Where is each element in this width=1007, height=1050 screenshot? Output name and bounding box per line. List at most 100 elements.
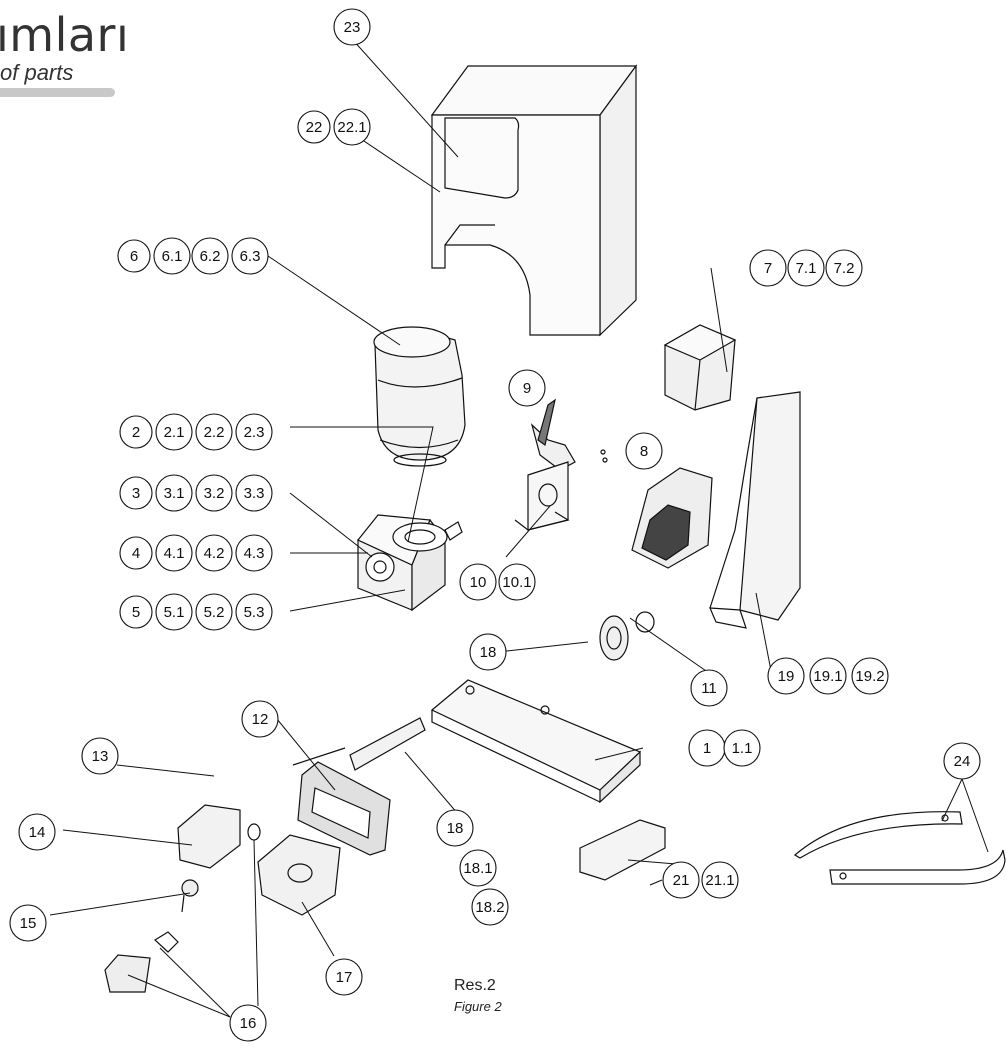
callout-19-1: 19.1 <box>809 657 847 695</box>
figure-caption-local: Res.2 <box>454 977 496 994</box>
callout-circle <box>9 904 47 942</box>
callout-circle <box>809 657 847 695</box>
callout-circle <box>297 110 331 144</box>
gearbox-part <box>357 514 463 612</box>
callout-label: 24 <box>954 753 971 770</box>
callout-label: 23 <box>344 19 361 36</box>
callout-circle <box>241 700 279 738</box>
header-subtitle: of parts <box>0 60 74 85</box>
callout-label: 9 <box>523 380 531 397</box>
callout-2-1: 2.1 <box>155 413 193 451</box>
callout-circle <box>749 249 787 287</box>
callout-label: 4.2 <box>204 545 225 562</box>
callout-18-2: 18.2 <box>471 888 509 926</box>
callout-circle <box>235 593 273 631</box>
callout-circle <box>155 593 193 631</box>
callout-label: 6 <box>130 248 138 265</box>
callout-circle <box>325 958 363 996</box>
callout-label: 12 <box>252 711 269 728</box>
callout-22-1: 22.1 <box>333 108 371 146</box>
electronics-box-part <box>663 324 737 411</box>
callout-circle <box>117 239 151 273</box>
callout-11: 11 <box>690 669 728 707</box>
header-underline <box>0 88 115 97</box>
callout-label: 7.2 <box>834 260 855 277</box>
callout-label: 6.3 <box>240 248 261 265</box>
callout-6-2: 6.2 <box>191 237 229 275</box>
callout-label: 2.2 <box>204 424 225 441</box>
callout-18: 18 <box>436 809 474 847</box>
callout-2: 2 <box>119 415 153 449</box>
callout-label: 4.3 <box>244 545 265 562</box>
callout-circle <box>235 534 273 572</box>
callout-3-3: 3.3 <box>235 474 273 512</box>
callout-label: 5.2 <box>204 604 225 621</box>
callout-label: 21.1 <box>705 872 734 889</box>
callout-label: 18.1 <box>463 860 492 877</box>
callout-label: 3.2 <box>204 485 225 502</box>
callout-6-3: 6.3 <box>231 237 269 275</box>
callout-label: 1.1 <box>732 740 753 757</box>
callout-label: 22.1 <box>337 119 366 136</box>
callout-label: 6.1 <box>162 248 183 265</box>
callout-circle <box>662 861 700 899</box>
callout-label: 2.3 <box>244 424 265 441</box>
callout-label: 5.1 <box>164 604 185 621</box>
arms-part <box>793 811 1006 885</box>
callout-5-1: 5.1 <box>155 593 193 631</box>
callout-label: 5.3 <box>244 604 265 621</box>
callout-label: 7 <box>764 260 772 277</box>
callout-circle <box>119 536 153 570</box>
callout-label: 6.2 <box>200 248 221 265</box>
callout-circle <box>690 669 728 707</box>
base-plate-part <box>349 679 642 804</box>
callout-2-2: 2.2 <box>195 413 233 451</box>
callout-circle <box>767 657 805 695</box>
callout-label: 5 <box>132 604 140 621</box>
callout-label: 1 <box>703 740 711 757</box>
callout-circle <box>825 249 863 287</box>
callout-circle <box>625 432 663 470</box>
callout-circle <box>333 8 371 46</box>
callout-label: 15 <box>20 915 37 932</box>
callout-circle <box>701 861 739 899</box>
callout-circle <box>231 237 269 275</box>
callout-4-3: 4.3 <box>235 534 273 572</box>
motor-part <box>373 326 466 467</box>
callout-13: 13 <box>81 737 119 775</box>
callout-circle <box>469 633 507 671</box>
lock-cover-part <box>257 834 341 916</box>
side-shield-part <box>709 391 801 629</box>
callout-23: 23 <box>333 8 371 46</box>
callout-4: 4 <box>119 536 153 570</box>
callout-label: 4 <box>132 545 140 562</box>
angle-bracket-part <box>579 819 666 886</box>
callout-circle <box>229 1004 267 1042</box>
callout-circle <box>195 534 233 572</box>
lock-housing-part <box>177 804 241 869</box>
callout-label: 13 <box>92 748 109 765</box>
callout-label: 19 <box>778 668 795 685</box>
callout-circle <box>119 476 153 510</box>
callout-3-2: 3.2 <box>195 474 233 512</box>
callout-circle <box>851 657 889 695</box>
callout-6-1: 6.1 <box>153 237 191 275</box>
callout-16: 16 <box>229 1004 267 1042</box>
callout-18-1: 18.1 <box>459 849 497 887</box>
callout-9: 9 <box>508 369 546 407</box>
callout-8: 8 <box>625 432 663 470</box>
callout-19-2: 19.2 <box>851 657 889 695</box>
callout-circle <box>119 595 153 629</box>
leader-lines <box>49 38 989 1018</box>
callout-label: 18 <box>480 644 497 661</box>
callout-label: 21 <box>673 872 690 889</box>
callout-19: 19 <box>767 657 805 695</box>
callout-5-3: 5.3 <box>235 593 273 631</box>
control-board-part <box>631 467 713 569</box>
callout-5-2: 5.2 <box>195 593 233 631</box>
shaft-part <box>292 747 346 766</box>
callout-22: 22 <box>297 110 331 144</box>
callout-circle <box>155 534 193 572</box>
callout-circle <box>119 415 153 449</box>
